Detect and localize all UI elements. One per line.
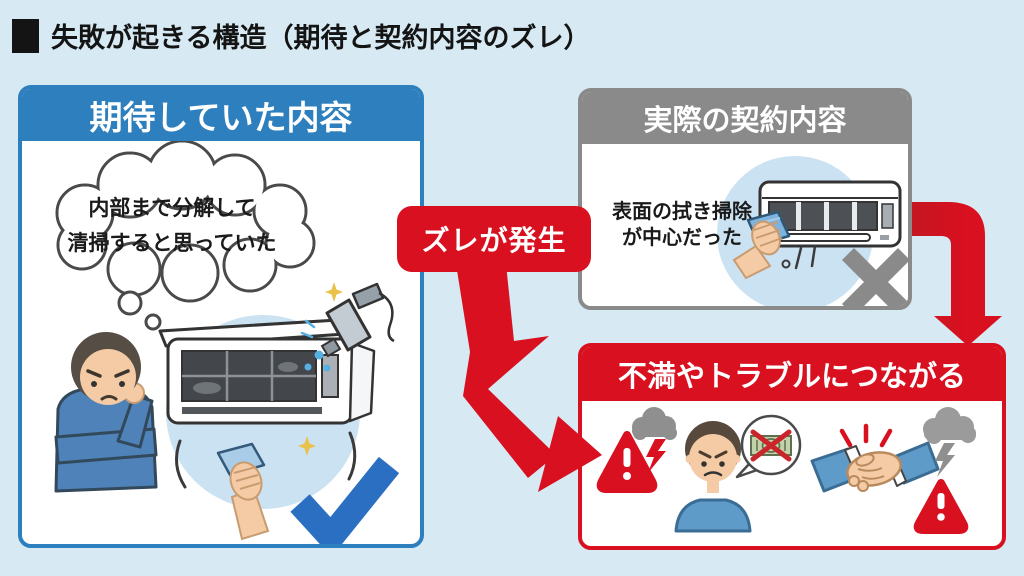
thought-bubble-icon	[55, 141, 316, 331]
wiping-hand-icon	[732, 210, 817, 280]
clash-sparks-icon	[839, 423, 893, 448]
actual-line-2: が中心だった	[622, 227, 742, 249]
wiping-hand-icon	[216, 442, 270, 541]
actual-line-1: 表面の拭き掃除	[612, 201, 752, 223]
spray-gun-icon	[300, 282, 395, 372]
check-mark-icon	[290, 456, 400, 544]
actual-panel-body: 表面の拭き掃除 が中心だった	[582, 144, 908, 306]
result-panel-body	[582, 401, 1002, 546]
handshake-icon	[810, 423, 940, 493]
expected-illustration	[54, 141, 400, 544]
storm-cloud-icon	[923, 407, 976, 477]
actual-panel-header: 実際の契約内容	[582, 92, 908, 144]
thought-line-2: 清掃すると思っていた	[67, 232, 277, 255]
no-money-speech-bubble-icon	[735, 414, 802, 479]
gap-badge: ズレが発生	[397, 206, 591, 272]
deep-clean-illustration	[158, 282, 395, 541]
actual-panel-text: 表面の拭き掃除 が中心だった	[594, 199, 770, 251]
thought-line-1: 内部まで分解して	[88, 197, 256, 220]
page-title-text: 失敗が起きる構造（期待と契約内容のズレ）	[51, 23, 591, 53]
gray-lightning-icon	[935, 443, 955, 477]
actual-panel: 実際の契約内容	[578, 88, 912, 310]
warning-triangle-icon	[913, 479, 969, 534]
red-lightning-icon	[646, 439, 666, 473]
actual-illustration	[717, 156, 908, 306]
gap-badge-label: ズレが発生	[421, 225, 567, 256]
page-title: 失敗が起きる構造（期待と契約内容のズレ）	[12, 16, 590, 55]
title-square-bullet-icon	[12, 18, 39, 53]
storm-cloud-icon	[632, 407, 677, 473]
sparkle-icon	[298, 282, 343, 456]
angry-man-icon	[674, 421, 752, 533]
expected-panel: 期待していた内容	[18, 85, 424, 548]
warning-triangle-icon	[596, 431, 658, 493]
thinking-man-icon	[54, 332, 158, 493]
expected-panel-header: 期待していた内容	[22, 89, 420, 141]
result-illustration	[596, 407, 976, 534]
air-conditioner-open-icon	[158, 317, 376, 425]
result-panel-header: 不満やトラブルにつながる	[582, 347, 1002, 401]
result-panel: 不満やトラブルにつながる	[578, 343, 1006, 550]
thought-bubble-text: 内部まで分解して 清掃すると思っていた	[44, 191, 300, 261]
expected-panel-body: 内部まで分解して 清掃すると思っていた	[22, 141, 420, 544]
